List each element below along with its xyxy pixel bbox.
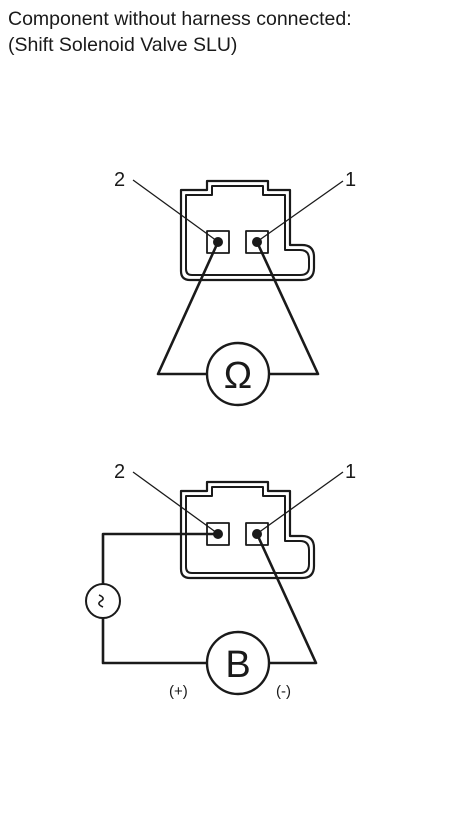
ohmmeter [205,341,271,407]
connector-top-inner [185,185,310,276]
leader-line-2-top [132,179,218,242]
terminal-label-1-top: 1 [345,169,356,191]
connector-top-outline [179,179,316,282]
leader-line-1-top [257,180,344,242]
ohmmeter-lead-left [156,241,220,376]
operation-check-diagram: 2 1 B (+) (-) [85,461,356,700]
ohmmeter-lead-right [255,241,320,376]
leader-line-1-bottom [257,471,344,534]
caption-line-1: Component without harness connected: [8,8,352,30]
battery-negative-label: (-) [276,683,291,700]
caption-line-2: (Shift Solenoid Valve SLU) [8,34,238,56]
connector-top [179,179,316,282]
bulb-icon [85,583,121,619]
connector-bottom-outline [179,480,316,580]
battery [205,630,271,696]
connector-bottom [179,480,316,580]
battery-positive-label: (+) [169,683,188,700]
connector-bottom-inner [185,486,310,574]
negative-lead [255,533,318,665]
caption: Component without harness connected: (Sh… [8,6,352,58]
terminal-1-bottom [245,522,269,546]
ohm-symbol: Ω [224,355,252,397]
terminal-label-2-bottom: 2 [114,461,125,483]
terminal-2-top [206,230,230,254]
terminal-1-top [245,230,269,254]
resistance-check-diagram: 2 1 Ω [114,169,356,407]
battery-symbol: B [225,644,250,686]
terminal-label-2-top: 2 [114,169,125,191]
terminal-label-1-bottom: 1 [345,461,356,483]
leader-line-2-bottom [132,471,218,534]
